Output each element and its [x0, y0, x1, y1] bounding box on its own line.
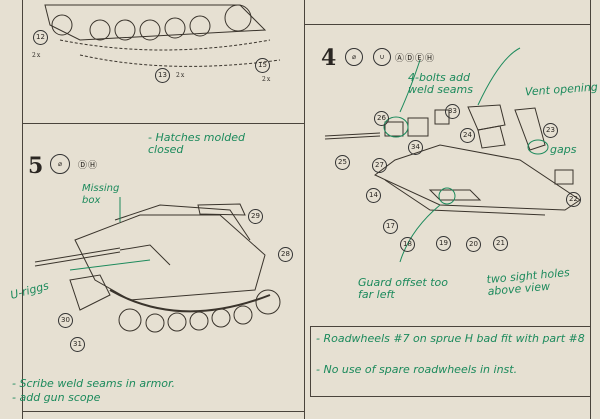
part-label-20: 20 — [466, 237, 481, 252]
part-label-18: 18 — [400, 237, 415, 252]
part-label-13: 13 — [155, 68, 170, 83]
notes-box-top — [310, 326, 590, 327]
step-5-number: 5 — [28, 153, 44, 179]
step4-part-letters: ⒶⒹⒺⒽ — [395, 54, 436, 64]
cement-icon: ⌀ — [50, 154, 70, 174]
part-label-22: 22 — [566, 192, 581, 207]
part-label-26: 26 — [374, 111, 389, 126]
part-label-17: 17 — [383, 219, 398, 234]
center-divider — [304, 0, 305, 419]
part-label-28: 28 — [278, 247, 293, 262]
note-gun-scope: - add gun scope — [12, 391, 101, 404]
notes-box-bottom — [310, 396, 590, 397]
step-4-number: 4 — [321, 45, 337, 71]
bottom-left-border — [22, 411, 304, 412]
note-guard: Guard offset too far left — [358, 276, 448, 301]
step4-hull-drawing — [324, 104, 581, 216]
part-label-24: 24 — [460, 128, 475, 143]
right-top-divider — [304, 24, 590, 25]
part-label-29: 29 — [248, 209, 263, 224]
top-left-track-drawing — [44, 4, 281, 67]
cement-icon: ⌀ — [345, 48, 363, 66]
note-missing-box: Missing box — [82, 183, 120, 206]
left-border — [22, 0, 23, 419]
annotation-marks — [69, 47, 549, 271]
multiplier-13: 2x — [176, 72, 186, 79]
part-label-31: 31 — [70, 337, 85, 352]
note-bolts: 4-bolts add weld seams — [408, 71, 473, 96]
note-hatches: - Hatches molded closed — [148, 131, 246, 156]
notes-box-left — [310, 326, 311, 396]
paint-icon: ∪ — [373, 48, 391, 66]
part-label-33: 33 — [445, 104, 460, 119]
right-border — [590, 0, 591, 419]
part-label-12: 12 — [33, 30, 48, 45]
note-spare: - No use of spare roadwheels in inst. — [316, 363, 518, 376]
part-label-15: 15 — [255, 58, 270, 73]
part-label-25: 25 — [335, 155, 350, 170]
part-label-34: 34 — [408, 140, 423, 155]
note-gaps: gaps — [550, 143, 577, 156]
note-roadwheels: - Roadwheels #7 on sprue H bad fit with … — [316, 332, 585, 345]
part-label-21: 21 — [493, 236, 508, 251]
part-label-30: 30 — [58, 313, 73, 328]
part-label-23: 23 — [543, 123, 558, 138]
part-label-27: 27 — [372, 158, 387, 173]
note-scribe: - Scribe weld seams in armor. — [12, 377, 176, 390]
step5-part-letters: ⒹⒽ — [78, 161, 99, 171]
part-label-14: 14 — [366, 188, 381, 203]
multiplier-12: 2x — [32, 52, 42, 59]
part-label-19: 19 — [436, 236, 451, 251]
multiplier-15: 2x — [262, 76, 272, 83]
left-section-divider — [22, 123, 304, 124]
step5-tank-drawing — [34, 203, 281, 333]
